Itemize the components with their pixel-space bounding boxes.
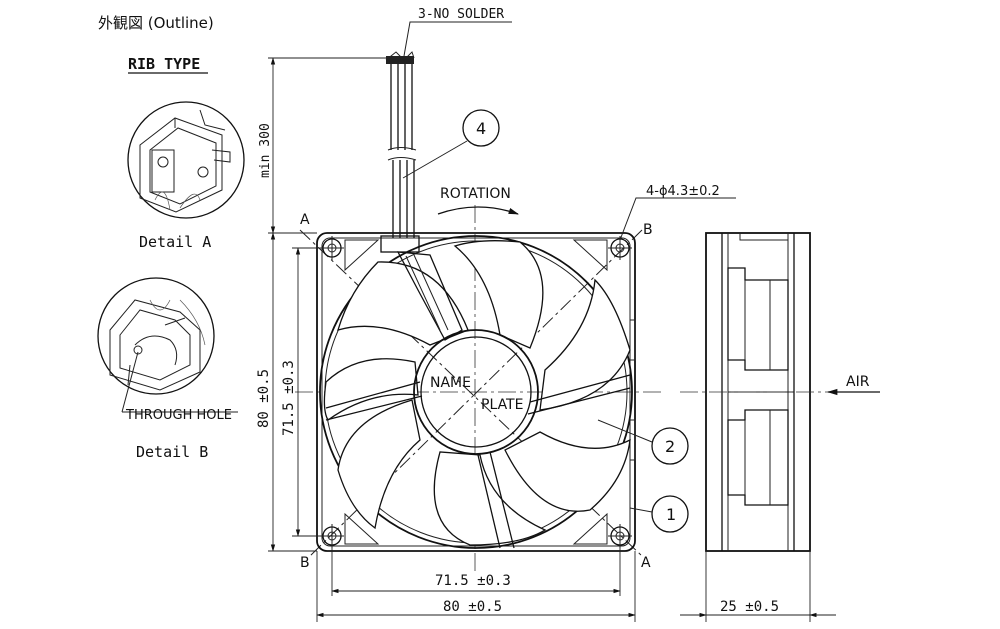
hole-spec-leader xyxy=(619,197,736,241)
nameplate-text-2: PLATE xyxy=(481,397,523,413)
section-b-top: B xyxy=(643,222,653,238)
svg-text:2: 2 xyxy=(665,437,675,456)
dim-outer-v: 80 ±0.5 xyxy=(256,369,272,428)
venturi-ring xyxy=(319,235,633,549)
detail-b-view xyxy=(97,277,215,395)
callout-2: 2 xyxy=(597,419,689,465)
impeller-blades xyxy=(323,240,631,546)
rotation-arrow xyxy=(437,206,519,215)
through-hole-leader xyxy=(121,351,139,413)
section-a-bottom: A xyxy=(641,555,651,571)
svg-text:4: 4 xyxy=(476,119,486,138)
lead-length-label: min 300 xyxy=(258,123,273,178)
section-a-top: A xyxy=(300,212,310,228)
hub-outer xyxy=(413,329,539,455)
rotation-label: ROTATION xyxy=(440,186,511,202)
lead-wire-label: 3-NO SOLDER xyxy=(418,7,504,22)
frame-spokes xyxy=(325,374,631,549)
dim-outer-h: 80 ±0.5 xyxy=(443,599,502,615)
hole-spec-label: 4-ϕ4.3±0.2 xyxy=(646,184,720,199)
lead-wire-leader xyxy=(403,21,512,57)
dim-pitch-h: 71.5 ±0.3 xyxy=(435,573,511,589)
dim-depth: 25 ±0.5 xyxy=(720,599,779,615)
rib-type-heading: RIB TYPE xyxy=(128,55,200,73)
nameplate-text-1: NAME xyxy=(430,375,471,391)
svg-text:1: 1 xyxy=(666,505,676,524)
callout-1: 1 xyxy=(629,495,689,533)
detail-b-label: Detail B xyxy=(136,443,208,461)
through-hole-label: THROUGH HOLE xyxy=(125,408,232,423)
detail-a-label: Detail A xyxy=(139,233,211,251)
air-label: AIR xyxy=(846,374,870,390)
hub-nameplate xyxy=(420,336,532,448)
drawing-title: 外観図 (Outline) xyxy=(98,14,214,32)
dim-pitch-v: 71.5 ±0.3 xyxy=(281,360,297,436)
lead-wire xyxy=(380,51,463,341)
callout-4: 4 xyxy=(402,109,500,179)
detail-a-view xyxy=(127,101,245,219)
section-b-bottom: B xyxy=(300,555,310,571)
